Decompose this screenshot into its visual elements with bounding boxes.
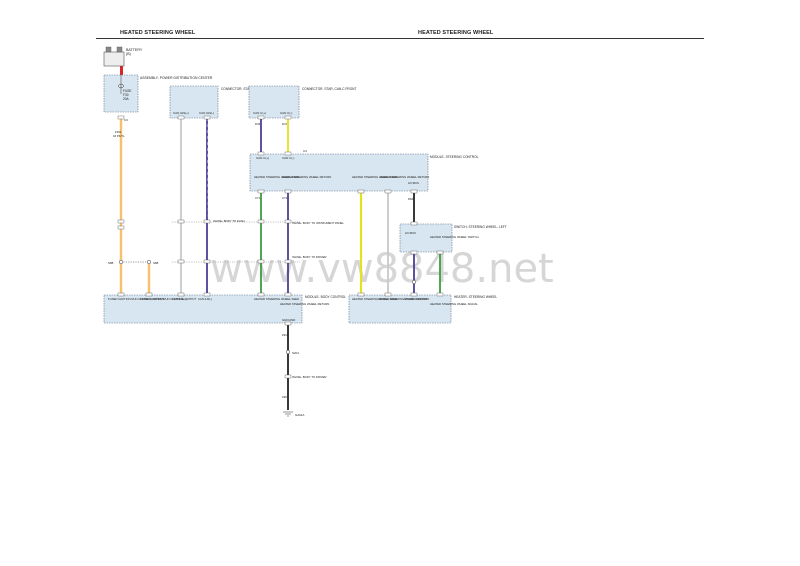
can-ihs-pin2: CAN IHS(-) (199, 111, 214, 115)
steering-pin-can-c-plus: CAN C(+) (256, 156, 269, 160)
steering-module-label: MODULE- STEERING CONTROL (430, 155, 479, 159)
steering-switch-module (399, 223, 453, 253)
wire-code-feed: F931 (115, 130, 122, 134)
splice-s2 (146, 259, 152, 265)
switch-pin-hsw: HEATED STEERING WHEEL SWITCH (430, 235, 479, 239)
pin-markers (117, 115, 444, 379)
can-c-pin1: CAN C(+) (253, 111, 266, 115)
steering-fn-feed-2: HEATED STEERING WHEEL FEED (352, 175, 397, 179)
ground-id: G201A (295, 413, 304, 417)
page-header-right: HEATED STEERING WHEEL (418, 30, 494, 36)
splice-s3 (285, 349, 291, 355)
ground-icon (283, 411, 293, 417)
bcm-pin-hsw-feed: HEATED STEERING WHEEL FEED (254, 297, 299, 301)
ground-label: GROUND (282, 318, 296, 322)
steering-heater-module (348, 294, 452, 324)
bcm-pin-can-minus: CAN IHS(-) (198, 297, 212, 301)
heater-pin-feed: HEATED STEERING WHEEL FEED (352, 297, 397, 301)
steering-conn: C4 (303, 149, 307, 153)
can-c-connector (248, 85, 300, 119)
pdc-conn-pin: C3 (124, 118, 128, 122)
steering-control-module (249, 153, 429, 192)
steering-fn-lin: LIN BUS (408, 181, 419, 185)
bcm-pin-fused-1: FUSED IGNITION RUN CONTROL OUTPUT (108, 297, 164, 301)
can-ihs-connector (169, 85, 219, 119)
wire-code-lin: D84 (408, 197, 414, 201)
switch-pin-lin: LIN BUS (405, 231, 416, 235)
wire-code-ground: Z910 (282, 333, 289, 337)
pdc-fuse-no: F30 (123, 93, 129, 97)
pdc-label: ASSEMBLY- POWER DISTRIBUTION CENTER (140, 76, 213, 80)
steering-pin-can-c-minus: CAN C(-) (282, 156, 294, 160)
steering-fn-return: HEATED STEERING WHEEL RETURN (282, 175, 331, 179)
wire-code-can-minus: D47 (282, 122, 288, 126)
inline-body-dash-label: INLINE- BODY TO DASH (213, 219, 245, 223)
body-control-module (103, 294, 303, 324)
heater-pin-rvc: RVC MUX RETURN (404, 297, 429, 301)
splice-s1-label: S88 (108, 261, 114, 265)
steering-fn-return-2: HEATED STEERING WHEEL RETURN (380, 175, 429, 179)
splice-s3-label: S201 (292, 351, 299, 355)
battery-icon (103, 46, 125, 76)
wire-code-feed-spec: 18 PK/YL (113, 134, 125, 138)
bcm-pin-can-plus: CAN IHS(+) (172, 297, 187, 301)
watermark: www.vw8848.net (210, 246, 554, 292)
heater-pin-signal: HEATED STEERING WHEEL SIGNAL (430, 302, 478, 306)
splice-s2-label: S88 (153, 261, 159, 265)
bcm-pin-hsw-return: HEATED STEERING WHEEL RETURN (280, 302, 329, 306)
inline-ground-label: INLINE- BODY TO DRIVER (292, 375, 327, 379)
wire-code-can-plus: D46 (255, 122, 261, 126)
heater-module-label: HEATER- STEERING WHEEL (454, 295, 497, 299)
splice-rvc (411, 279, 417, 285)
steering-fn-feed: HEATED STEERING WHEEL FEED (254, 175, 299, 179)
fuse-icon (117, 83, 125, 89)
inline-body-driver-label: INLINE- BODY TO DRIVER (292, 255, 327, 259)
battery-sub: (B) (126, 52, 131, 56)
wire-code-hsw-feed: C71 (255, 196, 261, 200)
battery-label: BATTERY (126, 48, 143, 52)
bcm-pin-fused-2: FUSED IGNITION RUN CONTROL OUTPUT (140, 297, 196, 301)
inline-body-instr-label: INLINE- BODY TO INSTRUMENT PANEL (292, 221, 344, 225)
heater-pin-return: HEATED STEERING WHEEL RETURN (378, 297, 427, 301)
body-module-label: MODULE- BODY CONTROL (305, 295, 346, 299)
can-c-label: CONNECTOR- STAR, CAN-C FRONT (302, 87, 356, 91)
page-header-left: HEATED STEERING WHEEL (120, 30, 196, 36)
switch-module-label: SWITCH- STEERING WHEEL- LEFT (454, 225, 507, 229)
wire-code-hsw-return: C72 (282, 196, 288, 200)
header-divider (96, 38, 704, 39)
pdc-fuse: FUSE (123, 89, 132, 93)
pdc-amps: 20A (123, 97, 130, 101)
can-ihs-pin1: CAN IHS(+) (173, 111, 189, 115)
splice-s1 (118, 259, 124, 265)
can-c-pin2: CAN C(-) (280, 111, 292, 115)
ground-wire: Z901 (282, 395, 289, 399)
